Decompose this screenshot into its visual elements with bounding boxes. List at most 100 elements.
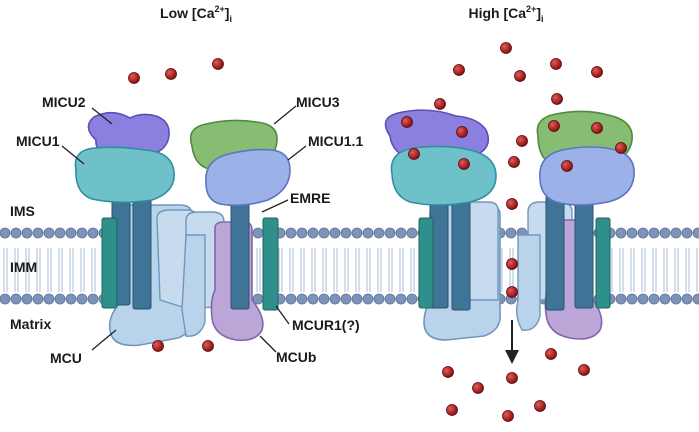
heading-high-calcium: High [Ca2+]i: [468, 4, 543, 24]
membrane-lipid-head: [307, 227, 319, 239]
membrane-lipid-head: [32, 227, 44, 239]
calcium-ion: [534, 400, 546, 412]
uniporter-complex-closed: [74, 111, 291, 347]
calcium-ion: [545, 348, 557, 360]
calcium-ion: [506, 258, 518, 270]
calcium-ions: [128, 42, 627, 422]
label-micu3: MICU3: [296, 94, 340, 110]
mcu-subunit: [181, 234, 206, 337]
calcium-ion: [506, 372, 518, 384]
membrane-lipid-head: [395, 227, 407, 239]
heading-low-calcium: Low [Ca2+]i: [160, 4, 232, 24]
calcium-ion: [401, 116, 413, 128]
emre-helix: [451, 195, 471, 311]
membrane-lipid-head: [65, 227, 77, 239]
uniporter-complex-open-left: [384, 109, 501, 341]
calcium-ion: [506, 198, 518, 210]
membrane-lipid-head: [648, 227, 660, 239]
membrane-lipid-head: [340, 227, 352, 239]
membrane-lipid-head: [384, 293, 396, 305]
calcium-ion: [458, 158, 470, 170]
calcium-ion: [548, 120, 560, 132]
label-micu1: MICU1: [16, 133, 60, 149]
label-mcur1: MCUR1(?): [292, 317, 360, 333]
membrane-lipid-head: [362, 293, 374, 305]
label-micu1-1: MICU1.1: [308, 133, 363, 149]
membrane-lipid-head: [21, 293, 33, 305]
label-leaders: [61, 105, 307, 353]
membrane-lipid-head: [296, 227, 308, 239]
emre-helix: [230, 196, 250, 310]
membrane-lipid-head: [43, 227, 55, 239]
membrane-lipid-head: [296, 293, 308, 305]
membrane-lipid-head: [65, 293, 77, 305]
calcium-ion: [212, 58, 224, 70]
membrane-lipid-head: [384, 227, 396, 239]
emre-helix: [574, 195, 594, 309]
calcium-ion: [561, 160, 573, 172]
emre-helix: [545, 195, 565, 311]
membrane-lipid-head: [87, 227, 99, 239]
membrane-lipid-head: [670, 293, 682, 305]
calcium-ion: [453, 64, 465, 76]
label-mcu: MCU: [50, 350, 82, 366]
calcium-ion: [408, 148, 420, 160]
label-matrix: Matrix: [10, 316, 51, 332]
membrane-lipid-head: [54, 227, 66, 239]
membrane-lipid-head: [626, 227, 638, 239]
membrane-lipid-head: [32, 293, 44, 305]
mcur1-helix: [595, 217, 611, 309]
membrane-lipid-head: [318, 227, 330, 239]
calcium-ion: [128, 72, 140, 84]
membrane-lipid-head: [373, 227, 385, 239]
membrane-lipid-head: [659, 227, 671, 239]
membrane-lipid-head: [252, 227, 264, 239]
calcium-ion: [165, 68, 177, 80]
mcur1-helix: [101, 217, 118, 309]
calcium-ion: [472, 382, 484, 394]
membrane-lipid-head: [0, 293, 11, 305]
membrane-lipid-head: [10, 227, 22, 239]
membrane-lipid-head: [21, 227, 33, 239]
membrane-lipid-head: [659, 293, 671, 305]
calcium-ion: [578, 364, 590, 376]
membrane-lipid-head: [43, 293, 55, 305]
membrane-lipid-head: [681, 227, 693, 239]
calcium-ion: [456, 126, 468, 138]
membrane-lipid-head: [285, 227, 297, 239]
calcium-ion: [502, 410, 514, 422]
membrane-lipid-head: [351, 227, 363, 239]
calcium-ion: [516, 135, 528, 147]
membrane-lipid-head: [395, 293, 407, 305]
membrane-lipid-head: [615, 293, 627, 305]
arrow-down-icon: [505, 320, 519, 364]
micu1-protein: [390, 145, 497, 206]
calcium-ion: [615, 142, 627, 154]
calcium-ion: [152, 340, 164, 352]
label-imm: IMM: [10, 259, 37, 275]
micu1-protein: [74, 146, 175, 204]
membrane-lipid-head: [362, 227, 374, 239]
membrane-lipid-head: [615, 227, 627, 239]
calcium-ion: [550, 58, 562, 70]
membrane-lipid-head: [406, 293, 418, 305]
membrane-lipid-head: [329, 293, 341, 305]
membrane-lipid-head: [329, 227, 341, 239]
mcur1-helix: [262, 217, 279, 311]
calcium-ion: [434, 98, 446, 110]
micu1-1-protein: [539, 146, 635, 206]
label-emre: EMRE: [290, 190, 330, 206]
membrane-lipid-head: [681, 293, 693, 305]
calcium-ion: [508, 156, 520, 168]
membrane-lipid-head: [373, 293, 385, 305]
mcur1-helix: [418, 217, 434, 309]
calcium-ion: [506, 286, 518, 298]
calcium-ion: [591, 66, 603, 78]
membrane-lipid-head: [87, 293, 99, 305]
membrane-lipid-head: [340, 293, 352, 305]
membrane-lipid-head: [505, 227, 517, 239]
label-mcub: MCUb: [276, 349, 316, 365]
membrane-lipid-head: [692, 293, 699, 305]
